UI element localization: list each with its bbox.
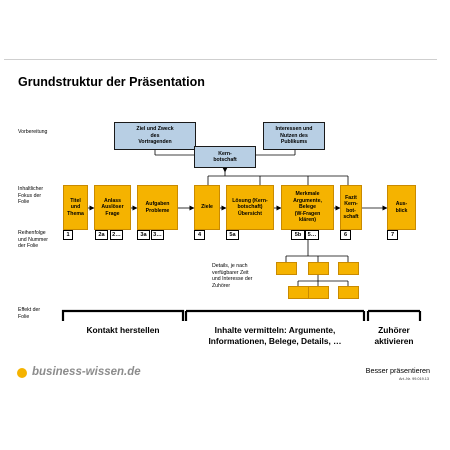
slide-number: 3a bbox=[137, 230, 150, 240]
slide-number: 5a bbox=[226, 230, 239, 240]
slide-loesung: Lösung (Kern-botschaft)Übersicht bbox=[226, 185, 274, 230]
slide-number: 4 bbox=[194, 230, 205, 240]
label-reihen-line: und Nummer bbox=[18, 236, 48, 243]
detail-box bbox=[308, 262, 329, 275]
label-inhalt-line: Inhaltlicher bbox=[18, 186, 44, 192]
details-line: Details, je nach bbox=[212, 263, 248, 269]
effect-zuhoerer-line: aktivieren bbox=[374, 335, 414, 346]
detail-box bbox=[338, 286, 359, 299]
details-line: und Interesse der bbox=[212, 276, 253, 283]
slide-number: 1 bbox=[63, 230, 73, 240]
label-inhalt: Inhaltlicher Fokus der Folie bbox=[18, 186, 43, 206]
detail-box bbox=[338, 262, 359, 275]
slide-number: 5… bbox=[305, 230, 319, 240]
effect-zuhoerer: Zuhörer aktivieren bbox=[368, 325, 420, 346]
box-kernbotschaft: Kern-botschaft bbox=[194, 146, 256, 168]
label-vorbereitung: Vorbereitung bbox=[18, 129, 48, 135]
label-inhalt-line: Folie bbox=[18, 199, 30, 206]
label-effekt-line: Folie bbox=[18, 313, 30, 320]
effect-kontakt: Kontakt herstellen bbox=[86, 325, 160, 335]
detail-box bbox=[288, 286, 309, 299]
label-reihenfolge: Reihenfolge und Nummer der Folie bbox=[18, 230, 48, 250]
details-line: Zuhörer bbox=[212, 282, 231, 289]
slide-ziele: Ziele bbox=[194, 185, 220, 230]
detail-box bbox=[308, 286, 329, 299]
effect-inhalte-line: Inhalte vermitteln: Argumente, bbox=[214, 325, 336, 335]
effect-inhalte: Inhalte vermitteln: Argumente, Informati… bbox=[186, 325, 364, 346]
footer-series-title: Besser präsentieren bbox=[365, 366, 430, 375]
slide-number: 2a bbox=[95, 230, 108, 240]
logo-dot-icon bbox=[17, 368, 27, 378]
label-effekt: Effekt der Folie bbox=[18, 307, 40, 320]
effect-zuhoerer-line: Zuhörer bbox=[378, 325, 410, 335]
slide-number: 6 bbox=[340, 230, 351, 240]
label-effekt-line: Effekt der bbox=[18, 307, 41, 313]
details-line: verfügbarer Zeit bbox=[212, 269, 249, 276]
details-label: Details, je nach verfügbarer Zeit und In… bbox=[212, 263, 252, 289]
slide-number: 3… bbox=[151, 230, 164, 240]
footer-logo[interactable]: business-wissen.de bbox=[32, 366, 141, 378]
slide-number: 5b bbox=[291, 230, 305, 240]
page-title: Grundstruktur der Präsentation bbox=[18, 75, 205, 89]
slide-number: 2… bbox=[110, 230, 123, 240]
detail-box bbox=[276, 262, 297, 275]
article-number: Art.-Nr. 99.019.13 bbox=[399, 377, 429, 381]
label-reihen-line: der Folie bbox=[18, 243, 39, 250]
label-reihen-line: Reihenfolge bbox=[18, 230, 46, 236]
slide-number: 7 bbox=[387, 230, 398, 240]
effect-inhalte-line: Informationen, Belege, Details, … bbox=[208, 335, 342, 346]
slide-ausblick: Aus-blick bbox=[387, 185, 416, 230]
label-inhalt-line: Fokus der bbox=[18, 192, 42, 199]
